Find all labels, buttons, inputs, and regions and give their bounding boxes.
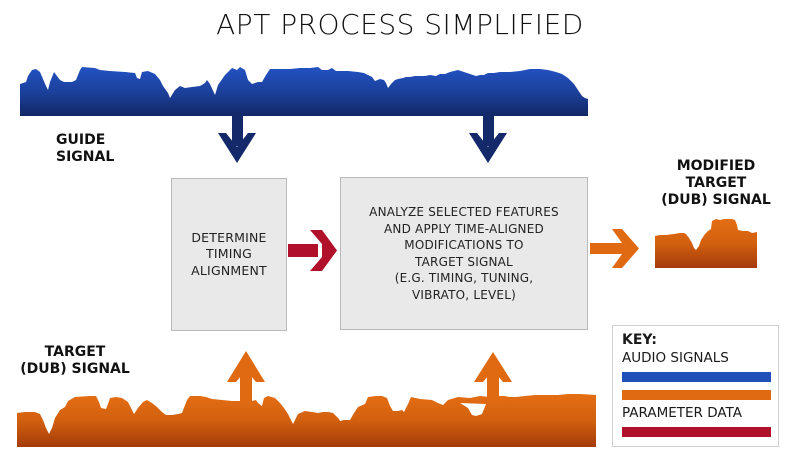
- target-signal-label-line: TARGET: [44, 344, 106, 360]
- guide-arrow-right: [469, 112, 507, 163]
- guide-signal-label-line: GUIDE: [56, 132, 106, 148]
- target-signal-waveform: [17, 394, 596, 447]
- legend-title: KEY:: [622, 332, 657, 348]
- target-signal-label-line: (DUB) SIGNAL: [20, 361, 130, 377]
- guide-arrow-left: [218, 112, 256, 163]
- target-signal-dip: [460, 403, 486, 416]
- box-text-line: (E.G. TIMING, TUNING,: [394, 271, 534, 285]
- box-text-line: TARGET SIGNAL: [415, 254, 513, 269]
- target-arrow-left: [227, 351, 265, 402]
- box-text-line: AND APPLY TIME-ALIGNED: [384, 221, 544, 236]
- diagram-title: APT PROCESS SIMPLIFIED: [216, 8, 584, 41]
- legend-parameter-red-swatch: [622, 427, 771, 437]
- analyze-modify-box: ANALYZE SELECTED FEATURES AND APPLY TIME…: [340, 177, 588, 330]
- target-arrow-right: [474, 352, 512, 400]
- box-text-line: VIBRATO, LEVEL): [412, 287, 516, 302]
- legend-key: KEY: AUDIO SIGNALS PARAMETER DATA: [612, 325, 779, 447]
- box-text-line: ANALYZE SELECTED FEATURES: [369, 205, 559, 219]
- legend-audio-orange-swatch: [622, 390, 771, 400]
- modified-signal-label-line: TARGET: [685, 175, 747, 191]
- modified-signal-waveform: [655, 219, 757, 268]
- legend-audio-blue-swatch: [622, 372, 771, 382]
- parameter-arrow: [288, 230, 337, 271]
- guide-signal-label: GUIDE SIGNAL: [56, 132, 114, 166]
- box-text-line: DETERMINE: [191, 229, 267, 245]
- legend-parameter-label: PARAMETER DATA: [622, 405, 742, 421]
- box-text-line: ALIGNMENT: [191, 262, 267, 278]
- modified-signal-label-line: MODIFIED: [676, 158, 756, 174]
- modified-signal-label: MODIFIED TARGET (DUB) SIGNAL: [648, 158, 784, 209]
- target-signal-label: TARGET (DUB) SIGNAL: [16, 344, 134, 378]
- output-arrow: [590, 229, 639, 268]
- box-text-line: TIMING: [205, 246, 253, 262]
- legend-audio-label: AUDIO SIGNALS: [622, 350, 729, 366]
- determine-timing-box: DETERMINE TIMING ALIGNMENT: [171, 178, 287, 331]
- guide-signal-label-line: SIGNAL: [56, 149, 115, 165]
- guide-signal-waveform: [20, 67, 588, 116]
- modified-signal-label-line: (DUB) SIGNAL: [661, 192, 771, 208]
- box-text-line: MODIFICATIONS TO: [404, 238, 524, 252]
